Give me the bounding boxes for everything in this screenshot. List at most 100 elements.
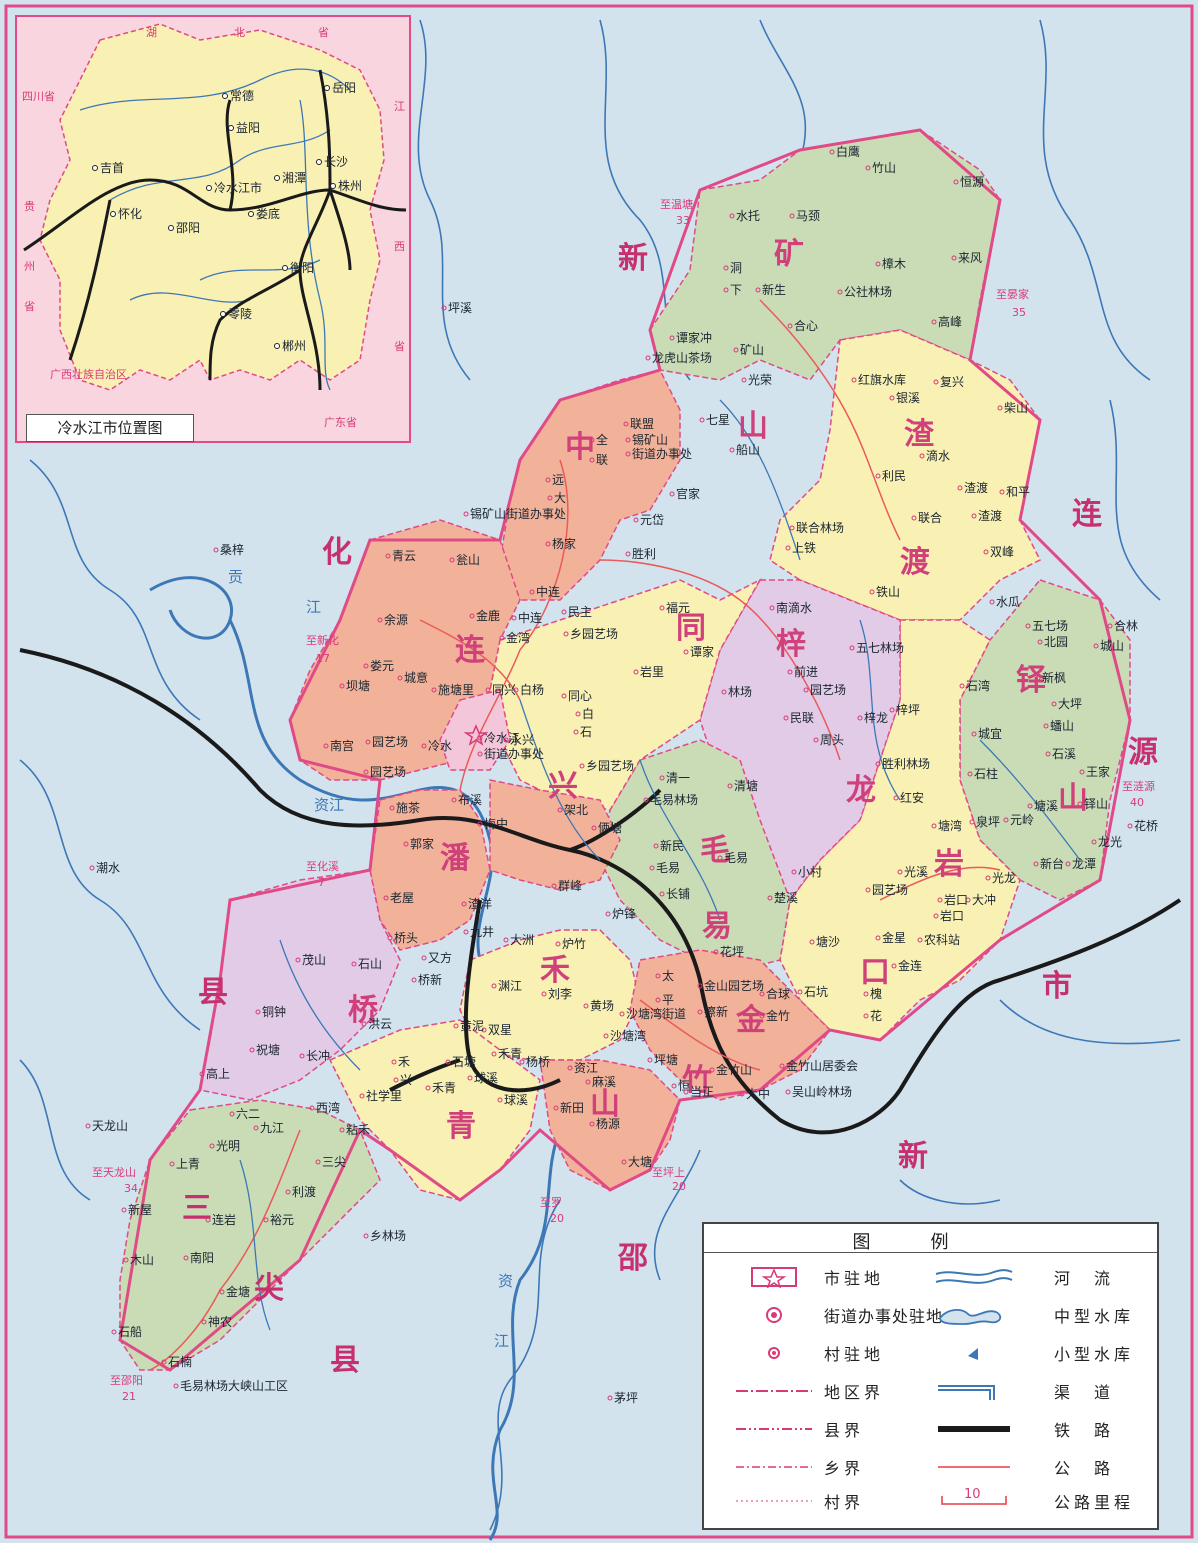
village-marker-icon [421,743,427,749]
place-label: 洞 [730,261,742,275]
place-48: 塘溪 [1027,798,1058,813]
village-marker-icon [971,731,977,737]
region-label-shan: 山 [590,1087,620,1122]
place-25: 联合 [911,510,942,525]
place-label: 大塘 [628,1154,652,1169]
village-marker-icon [671,1083,677,1089]
xref-tianlongshan-km: 34 [124,1182,138,1195]
place-label: 毛易 [656,861,680,875]
place-label: 桥新 [418,972,442,987]
place-label: 球溪 [474,1071,498,1085]
place-164: 长冲 [299,1048,330,1063]
place-label: 北园 [1044,635,1068,649]
place-label: 长铺 [666,887,690,901]
xref-luo-km: 20 [550,1212,564,1225]
village-marker-icon [469,613,475,619]
village-marker-icon [837,289,843,295]
xref-shaoyang-km: 21 [122,1390,136,1403]
place-169: 兴 [393,1073,412,1087]
place-label: 施茶 [396,800,420,815]
village-marker-icon [551,883,557,889]
village-marker-icon [365,739,371,745]
village-marker-icon [503,937,509,943]
place-199: 木山 [123,1253,154,1267]
place-172: 杨桥 [519,1054,550,1069]
village-marker-icon [699,417,705,423]
village-marker-icon [467,1075,473,1081]
place-137: 老屋 [383,891,414,905]
village-marker-icon [1091,839,1097,845]
inset-city-label-13: 郴州 [282,339,306,353]
village-marker-icon [971,513,977,519]
inset-city-dot-icon [274,175,280,181]
village-marker-icon [741,377,747,383]
place-label: 大 [554,491,566,505]
place-label: 胜利 [632,546,656,561]
legend-panel: 图例 市驻地 街道办事处驻地 村驻地 地区界 县界 乡界 村界 河流 中型水库 … [702,1222,1159,1530]
place-label: 城山 [1100,639,1124,653]
place-label: 吴山岭林场 [792,1085,852,1099]
place-183: 球溪 [497,1093,528,1107]
inset-city-label-6: 株州 [338,178,362,193]
place-label: 联合林场 [796,520,844,535]
place-174: 麻溪 [585,1074,616,1089]
village-marker-icon [889,395,895,401]
place-label: 茂山 [302,953,326,967]
place-label: 联 [596,453,608,467]
place-135: 群峰 [551,879,582,893]
village-marker-icon [809,939,815,945]
place-label: 矿山 [740,343,764,357]
village-marker-icon [519,1059,525,1065]
inset-city-label-11: 衡阳 [290,261,314,275]
place-108: 白 [575,706,594,721]
place-label: 金竹山 [716,1062,752,1077]
place-label: 小村 [798,865,822,879]
small-reservoir-icon [968,1348,978,1360]
village-marker-icon [199,1071,205,1077]
place-154: 擦新 [697,1004,728,1019]
village-marker-icon [1003,817,1009,823]
place-5: 洞 [723,261,742,275]
place-136: 炉锋 [605,907,636,921]
village-marker-icon [339,683,345,689]
place-107: 同心 [561,689,592,703]
village-marker-icon [931,823,937,829]
place-96: 金湾 [499,630,530,645]
place-141: 桥头 [387,931,418,945]
place-139: 九井 [463,925,494,939]
outside-rivers [19,19,1181,1531]
place-label: 俩塘 [598,820,622,835]
place-label: 蟠山 [1050,719,1074,733]
village-marker-icon [387,935,393,941]
place-label: 金竹山居委会 [786,1058,858,1073]
place-75: 槐 [863,986,882,1001]
region-label-qing: 青 [446,1109,476,1144]
village-marker-icon [339,1127,345,1133]
place-label: 金星 [882,930,906,945]
inset-city-dot-icon [248,211,254,217]
place-label: 石柱 [974,766,998,781]
xref-lianyuan-km: 40 [1130,796,1144,809]
place-133: 花坪 [713,944,744,959]
place-label: 新民 [660,838,684,853]
place-43: 石溪 [1045,747,1076,761]
river-label-gong: 贡 [228,568,243,586]
legend-item-road-mileage: 10 公路里程 [934,1487,1134,1514]
place-70: 岩口 [937,892,968,907]
village-marker-icon [123,1257,129,1263]
xref-yanjia-km: 35 [1012,306,1026,319]
place-86: 官家 [669,486,700,501]
region-label-xing: 兴 [548,769,578,804]
place-label: 渊江 [498,979,522,993]
village-marker-icon [983,549,989,555]
place-label: 全 [596,432,608,447]
place-label: 毛易林场 [650,793,698,807]
village-marker-icon [589,457,595,463]
region-label-mao: 毛 [700,833,730,868]
village-marker-icon [573,729,579,735]
place-label: 官家 [676,486,700,501]
place-label: 金鹿 [476,608,500,623]
village-marker-icon [411,977,417,983]
inset-prov-guangdong: 广东省 [324,416,357,429]
region-label-shan3: 山 [1058,781,1088,816]
